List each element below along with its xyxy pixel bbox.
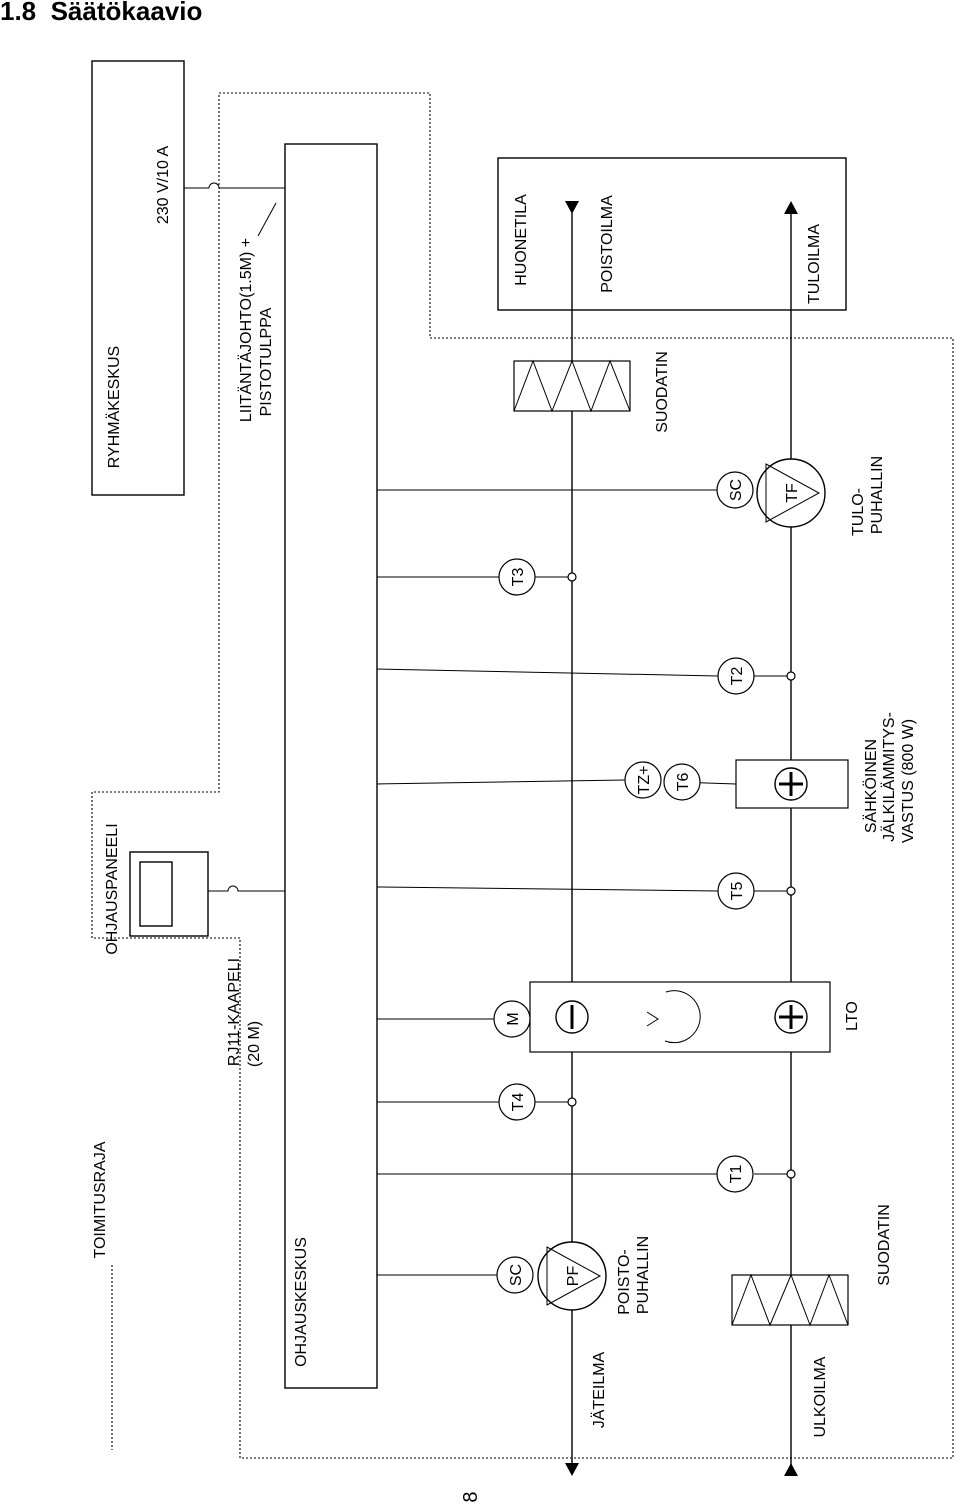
suodatin-outdoor-label: SUODATIN [876, 1204, 893, 1285]
sc-supply-text: SC [728, 479, 745, 501]
supply-cable [184, 182, 285, 189]
t6-circle [663, 763, 701, 801]
t2-circle [717, 657, 755, 695]
tf-text: TF [784, 483, 801, 503]
lto-rotor-icon [664, 990, 701, 1044]
suodatin-room-label: SUODATIN [654, 351, 671, 432]
page-title: 1.8 Säätökaavio [0, 0, 203, 26]
ryhmakeskus-box [91, 60, 185, 496]
ohjauskeskus-label: OHJAUSKESKUS [293, 1237, 310, 1367]
tuloilma-label: TULOILMA [806, 224, 823, 304]
supply-fan-circle [756, 458, 826, 528]
supply-fan-triangle [765, 463, 821, 523]
rj11-cable [208, 885, 285, 892]
t1-circle [716, 1155, 754, 1193]
ohjauskeskus-box [284, 143, 378, 1389]
heater-label-line2: JÄLKILÄMMITYS- [880, 712, 898, 842]
exhaust-arrow-bottom [565, 1463, 579, 1476]
ohjauspaneeli-label: OHJAUSPANEELI [104, 823, 121, 954]
signal-t2 [376, 668, 719, 677]
t6-text: T6 [675, 773, 692, 792]
t5-text: T5 [729, 882, 746, 901]
ryhmakeskus-label: RYHMÄKESKUS [105, 346, 123, 468]
tulopuhallin-label-line1: TULO- [850, 488, 867, 536]
supply-rating-label: 230 V/10 A [155, 146, 172, 225]
t1-point [786, 1169, 796, 1179]
delivery-boundary-line [91, 92, 954, 1459]
sc-exhaust-text: SC [508, 1264, 525, 1286]
poistopuhallin-label-line2: PUHALLIN [635, 1236, 652, 1314]
poistopuhallin-label-line1: POISTO- [616, 1249, 633, 1315]
room-filter-zigzag [513, 359, 631, 413]
exhaust-arrow-top [565, 201, 579, 214]
sc-exhaust-circle [496, 1256, 534, 1294]
huonetila-label: HUONETILA [513, 194, 530, 286]
sc-supply-circle [716, 471, 754, 509]
room-filter-box [513, 360, 631, 412]
lto-rotor-arrowhead [646, 1011, 659, 1027]
m-text: M [505, 1012, 522, 1025]
cable-label-line1: LIITÄNTÄJOHTO(1.5M) + [237, 238, 255, 422]
room-box [497, 157, 847, 311]
tulopuhallin-label-line2: PUHALLIN [869, 456, 886, 534]
t5-point [786, 886, 796, 896]
heater-label-line1: SÄHKÖINEN [862, 739, 880, 833]
page-number: 8 [460, 1491, 482, 1502]
rj11-label-line1: RJ11-KAAPELI [226, 958, 243, 1066]
t2-text: T2 [729, 667, 746, 686]
t4-point [567, 1097, 577, 1107]
t5-circle [717, 872, 755, 910]
tz-circle [624, 761, 662, 799]
tz-text: TZ+ [636, 766, 653, 795]
cable-label-leader [257, 202, 277, 237]
supply-arrow-bottom [784, 1463, 798, 1476]
t4-circle [498, 1083, 536, 1121]
signal-tz [376, 779, 626, 785]
lto-label: LTO [844, 1001, 861, 1031]
exhaust-fan-triangle [546, 1246, 602, 1306]
poistoilma-label: POISTOILMA [599, 195, 616, 293]
pf-text: PF [565, 1266, 582, 1287]
t1-text: T1 [728, 1165, 745, 1184]
t3-text: T3 [510, 568, 527, 587]
rj11-label-line2: (20 M) [246, 1021, 263, 1067]
m-circle [493, 1000, 531, 1038]
jateilma-label: JÄTEILMA [590, 1351, 608, 1428]
t4-text: T4 [510, 1093, 527, 1112]
supply-arrow-top [784, 201, 798, 214]
signal-t5 [376, 886, 719, 892]
ulkoilma-label: ULKOILMA [812, 1356, 829, 1437]
t3-point [567, 572, 577, 582]
outdoor-filter-box [731, 1274, 849, 1326]
control-panel-screen [139, 861, 173, 927]
toimitusraja-label: TOIMITUSRAJA [92, 1141, 109, 1258]
t2-point [786, 671, 796, 681]
t3-circle [498, 558, 536, 596]
exhaust-fan-circle [537, 1241, 607, 1311]
heater-label-line3: VASTUS (800 W) [900, 719, 917, 843]
cable-label-line2: PISTOTULPPA [258, 307, 275, 416]
outdoor-filter-zigzag [731, 1273, 849, 1327]
